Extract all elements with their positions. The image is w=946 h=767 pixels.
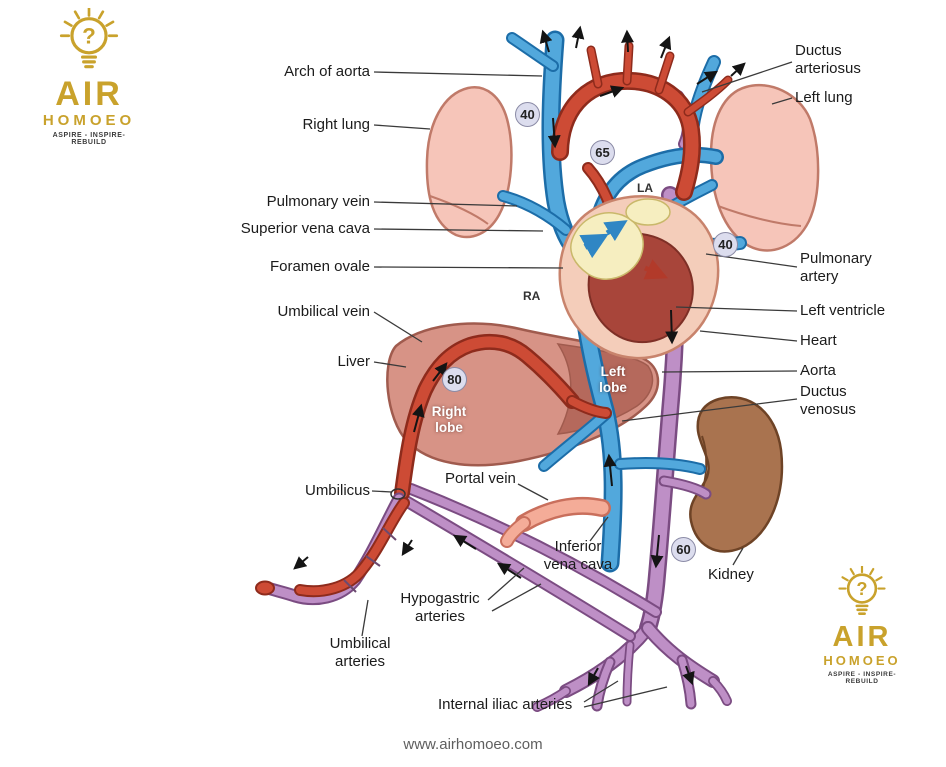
label-left-lobe: Left lobe	[599, 364, 627, 395]
label-arch-of-aorta: Arch of aorta	[284, 63, 370, 80]
oxygen-badge-heart: 65	[590, 140, 615, 165]
label-right-atrium-abbr: RA	[523, 289, 541, 303]
label-umbilical-arteries: Umbilical arteries	[329, 635, 391, 670]
foramen-flow-arrow	[579, 233, 609, 259]
label-foramen-ovale: Foramen ovale	[269, 258, 370, 275]
label-umbilicus: Umbilicus	[304, 482, 370, 499]
label-left-atrium-abbr: LA	[637, 181, 653, 195]
kidney-shape	[689, 396, 784, 553]
label-left-lung: Left lung	[795, 89, 853, 106]
umbilicus-ring	[390, 488, 406, 500]
logo-tagline: ASPIRE - INSPIRE- REBUILD	[52, 132, 126, 146]
label-aorta: Aorta	[800, 362, 836, 379]
label-internal-iliac-arteries: Internal iliac arteries	[438, 696, 573, 713]
left-atrium-region	[625, 198, 671, 226]
question-mark: ?	[82, 24, 96, 49]
logo-sub-text: HOMOEO	[823, 653, 901, 668]
label-ductus-venosus: Ductus venosus	[800, 383, 856, 418]
label-kidney: Kidney	[708, 566, 754, 583]
portal-vein-shape	[500, 496, 611, 548]
question-mark: ?	[856, 579, 867, 599]
oxygen-badge-upper-body: 40	[515, 102, 540, 127]
label-pulmonary-vein: Pulmonary vein	[266, 193, 370, 210]
oxygen-badge-liver: 80	[442, 367, 467, 392]
logo-tagline: ASPIRE - INSPIRE- REBUILD	[827, 671, 897, 685]
label-umbilical-vein: Umbilical vein	[277, 303, 370, 320]
oxygen-badge-left-side: 40	[713, 232, 738, 257]
leader-lines	[361, 61, 798, 708]
website-url: www.airhomoeo.com	[403, 736, 543, 753]
lightbulb-icon: ?	[59, 6, 119, 69]
label-pulmonary-artery: Pulmonary artery	[800, 250, 872, 285]
logo-top-left: ? AIR HOMOEO ASPIRE - INSPIRE- REBUILD	[34, 6, 144, 146]
label-right-lobe: Right lobe	[431, 404, 467, 435]
label-portal-vein: Portal vein	[445, 470, 516, 487]
label-left-ventricle: Left ventricle	[800, 302, 886, 319]
right-lung-shape	[425, 86, 513, 239]
heart-shape	[558, 195, 720, 360]
label-hypogastric-arteries: Hypogastric arteries	[400, 590, 480, 625]
logo-brand-text: AIR	[832, 621, 892, 653]
label-ductus-arteriosus: Ductus arteriosus	[795, 42, 861, 77]
label-right-lung: Right lung	[302, 116, 370, 133]
logo-sub-text: HOMOEO	[42, 112, 136, 129]
left-lung-shape	[709, 83, 820, 252]
label-heart: Heart	[800, 332, 837, 349]
oxygen-badge-lower-body: 60	[671, 537, 696, 562]
flow-arrows	[293, 25, 746, 687]
label-liver: Liver	[337, 353, 370, 370]
logo-brand-text: AIR	[55, 75, 123, 113]
label-superior-vena-cava: Superior vena cava	[240, 220, 370, 237]
umbilical-cord-shape	[255, 488, 410, 606]
label-inferior-vena-cava: Inferior vena cava	[543, 538, 613, 573]
lightbulb-icon: ?	[838, 564, 886, 615]
foramen-flow-arrow	[603, 220, 628, 242]
logo-bottom-right: ? AIR HOMOEO ASPIRE - INSPIRE- REBUILD	[812, 564, 912, 685]
ventricle-flow-arrow	[643, 259, 669, 280]
